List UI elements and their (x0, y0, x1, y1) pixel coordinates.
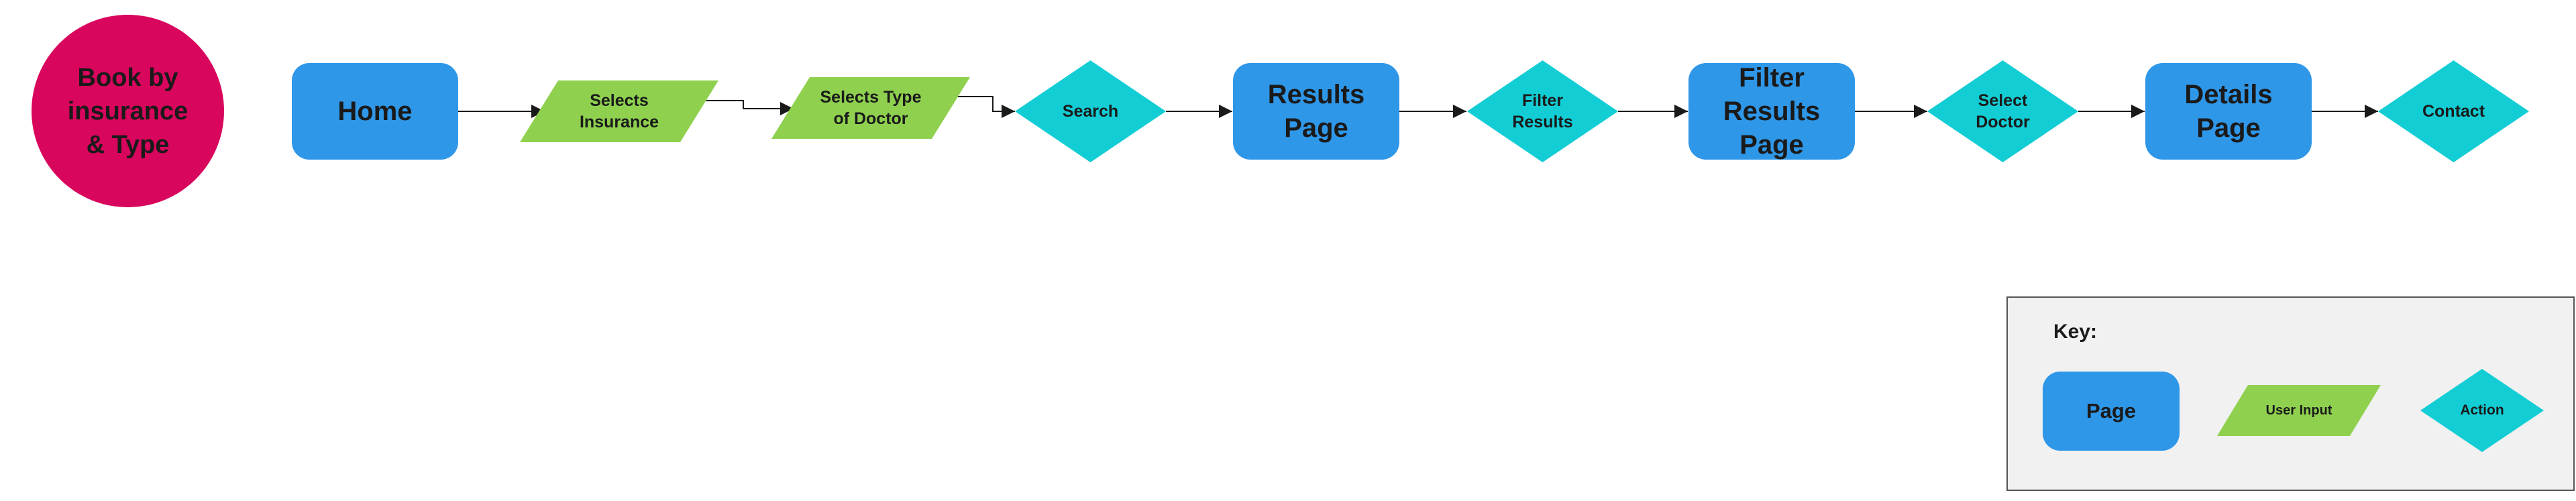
action-node-filter-results-text: Filter Results (1512, 91, 1573, 131)
legend-user-input-swatch (2217, 385, 2381, 436)
legend-action-label-wrap: Action (2420, 369, 2544, 452)
action-node-select-doctor-label: Select Doctor (1927, 60, 2078, 162)
legend-box: Key: Page User Input Action (2006, 296, 2575, 491)
input-node-selects-insurance-text: Selects Insurance (579, 91, 659, 131)
action-node-contact-shape (2378, 60, 2529, 162)
input-node-selects-type-label: Selects Type of Doctor (802, 77, 940, 139)
start-node-label: Book by insurance & Type (67, 63, 189, 159)
page-node-home: Home (292, 63, 458, 160)
action-node-select-doctor-shape (1927, 60, 2078, 162)
action-node-contact-text: Contact (2422, 102, 2485, 121)
legend-page-swatch: Page (2043, 372, 2180, 451)
start-node-book-by-insurance: Book by insurance & Type (32, 15, 224, 207)
input-node-selects-type-text: Selects Type of Doctor (820, 88, 922, 128)
legend-user-input-label: User Input (2265, 402, 2332, 418)
page-node-details-label: Details Page (2184, 80, 2273, 143)
action-node-select-doctor-text: Select Doctor (1976, 91, 2030, 131)
legend-title: Key: (2053, 321, 2098, 343)
page-node-results: Results Page (1233, 63, 1399, 160)
page-node-filter-results-label: Filter Results Page (1723, 63, 1821, 160)
page-node-results-label: Results Page (1267, 80, 1365, 143)
action-node-filter-results-label: Filter Results (1467, 60, 1618, 162)
page-node-details: Details Page (2145, 63, 2312, 160)
connector-type-to-search (956, 96, 1015, 118)
page-node-filter-results: Filter Results Page (1688, 63, 1855, 160)
action-node-search-text: Search (1062, 102, 1119, 121)
action-node-search-shape (1015, 60, 1166, 162)
action-node-search-label: Search (1015, 60, 1166, 162)
input-node-selects-insurance-label: Selects Insurance (550, 80, 688, 142)
page-node-home-label: Home (337, 97, 413, 126)
action-node-contact-label: Contact (2378, 60, 2529, 162)
legend-action-swatch (2420, 369, 2544, 452)
legend-action-label: Action (2460, 402, 2504, 418)
input-node-selects-type-shape (771, 77, 970, 139)
action-node-filter-results-shape (1467, 60, 1618, 162)
legend-user-input-label-wrap: User Input (2217, 385, 2381, 436)
connector-insurance-to-type (706, 100, 794, 115)
input-node-selects-insurance-shape (520, 80, 718, 142)
legend-page-label: Page (2086, 399, 2137, 423)
